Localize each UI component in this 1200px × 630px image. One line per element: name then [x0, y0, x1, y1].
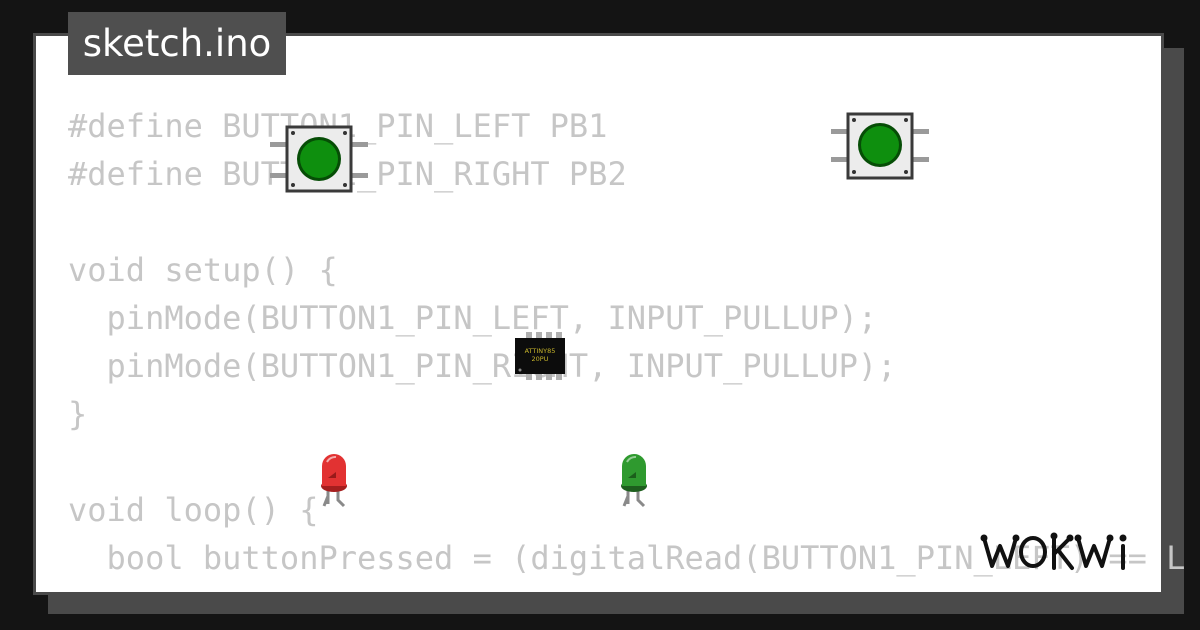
green-led[interactable]	[616, 452, 652, 510]
pushbutton-right[interactable]	[829, 111, 933, 183]
chip-label-line2: 20PU	[532, 355, 549, 363]
red-led[interactable]	[316, 452, 352, 510]
code-line: void loop() {	[68, 491, 319, 529]
pushbutton-left[interactable]	[268, 124, 372, 196]
code-line: pinMode(BUTTON1_PIN_RIGHT, INPUT_PULLUP)…	[68, 347, 897, 385]
file-tab[interactable]: sketch.ino	[68, 12, 286, 75]
wokwi-logo	[980, 532, 1127, 570]
led-body	[622, 454, 646, 486]
code-line: #define BUTTON1_PIN_RIGHT PB2	[68, 155, 627, 193]
code-line: void setup() {	[68, 251, 338, 289]
code-line: bool buttonPressed = (digitalRead(BUTTON…	[68, 539, 1186, 577]
code-line: }	[68, 395, 88, 433]
code-editor: #define BUTTON1_PIN_LEFT PB1 #define BUTT…	[68, 102, 1185, 582]
code-line: #define BUTTON1_PIN_LEFT PB1	[68, 107, 608, 145]
button-cap	[300, 140, 338, 178]
button-cap	[861, 126, 899, 164]
attiny85-chip[interactable]: ATTINY85 20PU	[512, 332, 568, 380]
code-line: pinMode(BUTTON1_PIN_LEFT, INPUT_PULLUP);	[68, 299, 878, 337]
code-card: #define BUTTON1_PIN_LEFT PB1 #define BUTT…	[33, 33, 1185, 595]
chip-label-line1: ATTINY85	[525, 347, 556, 355]
code-line	[68, 198, 1185, 246]
led-body	[322, 454, 346, 486]
